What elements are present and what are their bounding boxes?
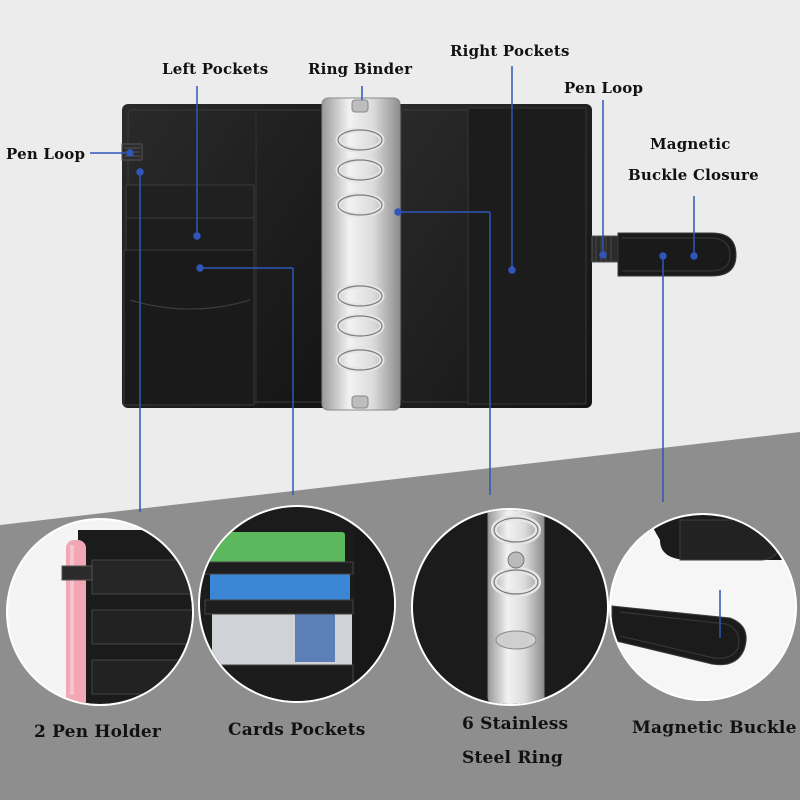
label-left-pockets: Left Pockets xyxy=(162,60,269,78)
bottom-band xyxy=(0,432,800,800)
magnetic-strap xyxy=(617,232,737,277)
label-magnetic: Magnetic xyxy=(650,135,731,153)
label-pen-loop-right: Pen Loop xyxy=(564,79,644,97)
label-buckle-closure: Buckle Closure xyxy=(628,166,759,184)
caption-pen-holder: 2 Pen Holder xyxy=(34,722,162,742)
binder-open xyxy=(121,97,737,411)
label-pen-loop-left: Pen Loop xyxy=(6,145,86,163)
caption-rings-line2: Steel Ring xyxy=(462,748,563,768)
ring-binder-plate xyxy=(321,97,401,411)
caption-cards-pockets: Cards Pockets xyxy=(228,720,366,740)
detail-pen-holder xyxy=(6,518,194,706)
detail-magnetic-buckle xyxy=(609,513,797,701)
detail-steel-rings xyxy=(411,508,609,706)
leader-lines xyxy=(90,66,698,512)
right-pocket xyxy=(467,107,587,405)
label-right-pockets: Right Pockets xyxy=(450,42,570,60)
caption-magnetic-buckle: Magnetic Buckle xyxy=(632,718,797,738)
caption-rings-line1: 6 Stainless xyxy=(462,714,569,734)
left-pocket-3 xyxy=(123,249,255,406)
label-ring-binder: Ring Binder xyxy=(308,60,413,78)
